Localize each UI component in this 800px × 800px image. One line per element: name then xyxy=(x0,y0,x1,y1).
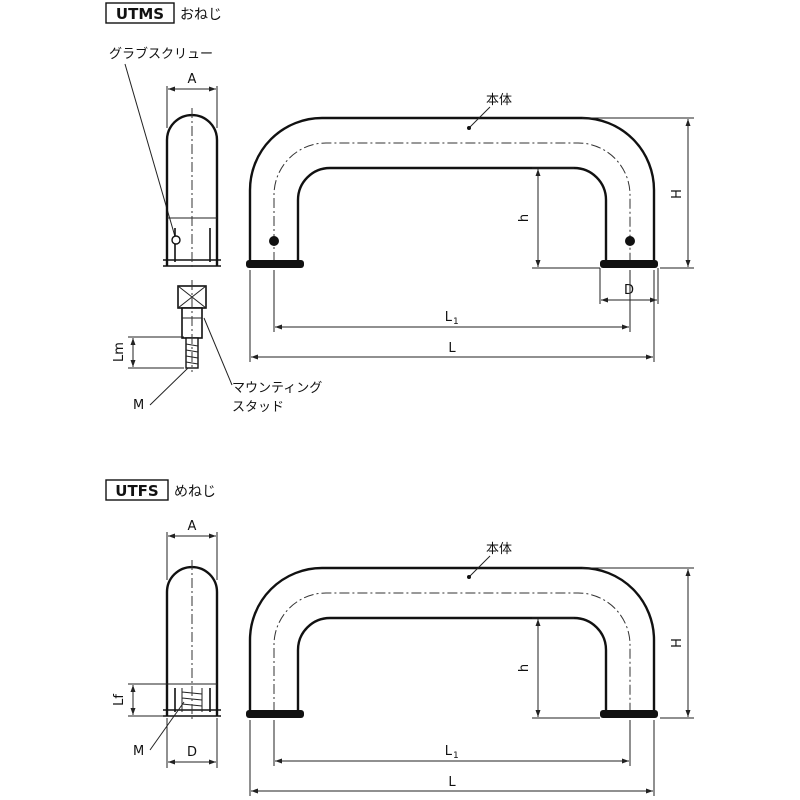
model-code: UTMS xyxy=(116,5,164,23)
dim-d-label: D xyxy=(187,745,197,760)
dim-l-label: L xyxy=(448,775,456,790)
dim-a-label: A xyxy=(188,72,197,87)
front-view-handle xyxy=(246,116,658,268)
dim-l1-subscript: 1 xyxy=(453,317,459,327)
dim-lf-label: Lf xyxy=(112,694,127,706)
grab-screw-label: グラブスクリュー xyxy=(109,46,213,62)
dim-d-label: D xyxy=(624,283,634,298)
dim-l-label: L xyxy=(448,341,456,356)
dim-l1-subscript: 1 xyxy=(453,751,459,761)
mounting-stud xyxy=(177,280,207,372)
thread-type: おねじ xyxy=(180,7,222,23)
thread-type: めねじ xyxy=(174,484,216,500)
model-code: UTFS xyxy=(115,482,158,500)
side-view-handle xyxy=(163,560,221,722)
dim-h-upper-label: H xyxy=(670,638,685,648)
dim-l1-label: L xyxy=(445,310,453,325)
stud-label-line2: スタッド xyxy=(232,400,284,415)
dim-a-label: A xyxy=(188,519,197,534)
section-utms: UTMS おねじ グラブスクリュー A xyxy=(105,2,694,415)
dim-h-upper-label: H xyxy=(670,189,685,199)
dim-lm-label: Lm xyxy=(112,342,127,362)
body-label: 本体 xyxy=(486,542,512,557)
stud-label-line1: マウンティング xyxy=(232,381,322,396)
body-label: 本体 xyxy=(486,93,512,108)
model-code-box xyxy=(105,479,169,501)
front-view-handle xyxy=(246,566,658,718)
side-view-handle xyxy=(163,108,221,270)
dim-m-label: M xyxy=(133,744,144,759)
model-code-box xyxy=(105,2,175,24)
dim-m-label: M xyxy=(133,398,144,413)
dim-l1-label: L xyxy=(445,744,453,759)
dim-h-lower-label: h xyxy=(517,664,532,672)
dim-h-lower-label: h xyxy=(517,214,532,222)
grab-screw-leader xyxy=(124,63,177,241)
section-utfs: UTFS めねじ A Lf M D xyxy=(105,479,694,796)
